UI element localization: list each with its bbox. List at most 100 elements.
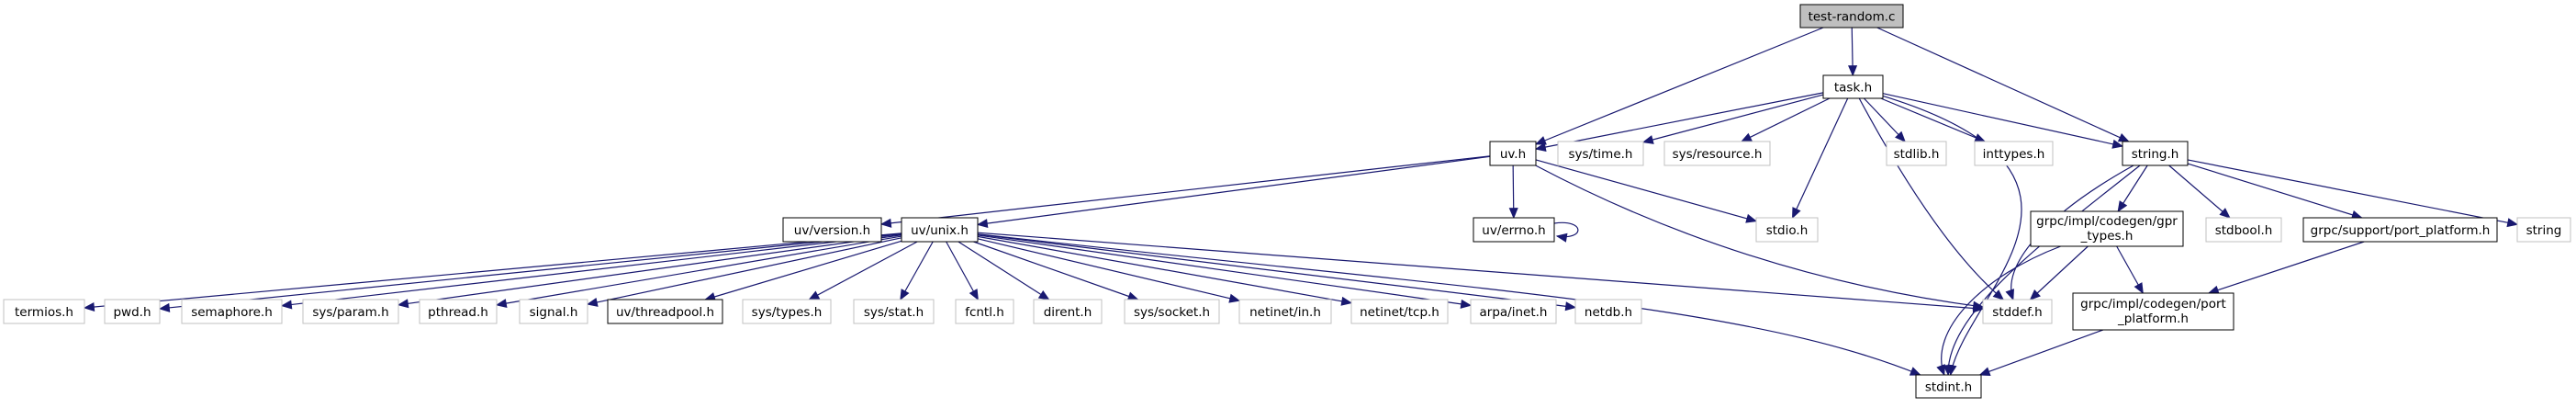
node-label: sys/stat.h (864, 305, 924, 320)
edge-task-h-to-sys-time-h (1641, 94, 1824, 144)
edge-grpc-impl-codegen-gpr-types-h-to-grpc-impl-codegen-port-platform-h (2116, 245, 2144, 295)
node-sys-stat-h: sys/stat.h (853, 299, 935, 324)
node-task-h[interactable]: task.h (1822, 74, 1884, 99)
edge-test-random-c-to-string-h (1876, 27, 2130, 142)
node-label: task.h (1834, 80, 1872, 95)
node-string: string (2516, 217, 2571, 243)
node-netinet-tcp-h: netinet/tcp.h (1350, 299, 1449, 324)
edge-task-h-to-stdlib-h (1863, 97, 1906, 142)
node-uv-unix-h[interactable]: uv/unix.h (901, 217, 979, 243)
node-netdb-h: netdb.h (1574, 299, 1642, 324)
edge-uv-unix-h-to-signal-h (586, 237, 902, 307)
edge-task-h-to-stddef-h (1858, 97, 2005, 300)
external-header-box (1755, 217, 1819, 243)
node-sys-param-h: sys/param.h (302, 299, 399, 324)
edge-grpc-impl-codegen-port-platform-h-to-stdint-h (1978, 329, 2103, 377)
external-header-box (955, 299, 1014, 324)
linked-header-box[interactable] (782, 217, 882, 243)
edge-grpc-impl-codegen-gpr-types-h-to-stdint-h (1936, 245, 2061, 377)
edge-uv-h-to-uv-version-h (879, 155, 1491, 228)
linked-header-box[interactable] (901, 217, 979, 243)
linked-header-box[interactable] (2122, 141, 2189, 166)
node-grpc-impl-codegen-port-platform-h[interactable]: grpc/impl/codegen/port_platform.h (2072, 292, 2234, 331)
external-header-box (853, 299, 935, 324)
edge-test-random-c-to-task-h (1848, 27, 1858, 77)
node-inttypes-h: inttypes.h (1974, 141, 2054, 166)
node-label: uv/unix.h (911, 223, 969, 238)
edge-uv-h-to-stdio-h (1535, 159, 1758, 223)
node-label: string (2526, 223, 2562, 238)
node-uv-version-h[interactable]: uv/version.h (782, 217, 882, 243)
edge-task-h-to-sys-resource-h (1740, 97, 1831, 142)
node-label: fcntl.h (965, 305, 1004, 320)
edge-uv-unix-h-to-pthread-h (495, 235, 902, 309)
node-label: stdlib.h (1894, 147, 1940, 162)
external-header-box (3, 299, 85, 324)
node-label: uv.h (1500, 147, 1526, 162)
node-grpc-impl-codegen-gpr-types-h[interactable]: grpc/impl/codegen/gpr_types.h (2030, 210, 2184, 247)
node-semaphore-h: semaphore.h (181, 299, 283, 324)
linked-header-box[interactable] (1822, 74, 1884, 99)
linked-header-box[interactable] (607, 299, 723, 324)
node-label: netdb.h (1585, 305, 1632, 320)
external-header-box (1033, 299, 1103, 324)
node-label: sys/resource.h (1673, 147, 1763, 162)
node-label: grpc/impl/codegen/port_platform.h (2080, 297, 2226, 326)
node-uv-h[interactable]: uv.h (1489, 141, 1537, 166)
node-label: termios.h (15, 305, 73, 320)
external-header-box (2205, 217, 2282, 243)
node-string-h[interactable]: string.h (2122, 141, 2189, 166)
external-header-box (104, 299, 161, 324)
node-stdlib-h: stdlib.h (1886, 141, 1947, 166)
external-header-box (1574, 299, 1642, 324)
linked-header-box[interactable] (1489, 141, 1537, 166)
external-header-box (2516, 217, 2571, 243)
edge-string-h-to-grpc-support-port-platform-h (2187, 163, 2363, 220)
node-label: test-random.c (1809, 9, 1896, 24)
external-header-box (1557, 141, 1644, 166)
node-grpc-support-port-platform-h[interactable]: grpc/support/port_platform.h (2302, 217, 2498, 243)
node-uv-errno-h[interactable]: uv/errno.h (1473, 217, 1555, 243)
edge-string-h-to-string (2187, 159, 2519, 228)
edge-task-h-to-stdio-h (1791, 97, 1849, 220)
external-header-box (1974, 141, 2054, 166)
linked-header-box[interactable] (2302, 217, 2498, 243)
edge-uv-unix-h-to-dirent-h (958, 241, 1050, 300)
external-header-box (1470, 299, 1557, 324)
node-sys-types-h: sys/types.h (742, 299, 832, 324)
external-header-box (1886, 141, 1947, 166)
external-header-box (1238, 299, 1332, 324)
edge-string-h-to-stdbool-h (2168, 164, 2231, 219)
external-header-box (1663, 141, 1771, 166)
external-header-box (742, 299, 832, 324)
node-label: sys/socket.h (1134, 305, 1210, 320)
node-pwd-h: pwd.h (104, 299, 161, 324)
external-header-box (419, 299, 498, 324)
node-label: uv/version.h (794, 223, 870, 238)
node-signal-h: signal.h (519, 299, 588, 324)
node-fcntl-h: fcntl.h (955, 299, 1014, 324)
linked-header-box[interactable] (2072, 292, 2234, 331)
linked-header-box[interactable] (1473, 217, 1555, 243)
node-label: string.h (2132, 147, 2179, 162)
edge-uv-unix-h-to-termios-h (83, 232, 902, 312)
edge-uv-unix-h-to-sys-stat-h (900, 241, 934, 301)
linked-header-box[interactable] (1915, 374, 1982, 399)
edge-task-h-to-uv-h (1534, 92, 1824, 152)
edge-uv-unix-h-to-stdint-h (977, 233, 1921, 376)
node-label: sys/param.h (312, 305, 388, 320)
node-uv-threadpool-h[interactable]: uv/threadpool.h (607, 299, 723, 324)
linked-header-box[interactable] (2030, 210, 2184, 247)
edge-string-h-to-stdint-h (1943, 164, 2141, 377)
edge-uv-h-to-uv-unix-h (976, 155, 1491, 229)
edge-uv-unix-h-to-arpa-inet-h (977, 234, 1473, 309)
node-label: signal.h (530, 305, 578, 320)
external-header-box (519, 299, 588, 324)
node-label: grpc/support/port_platform.h (2311, 223, 2491, 238)
edge-uv-h-to-uv-errno-h (1508, 164, 1518, 220)
node-termios-h: termios.h (3, 299, 85, 324)
node-stdint-h[interactable]: stdint.h (1915, 374, 1982, 399)
node-label: stdio.h (1766, 223, 1809, 238)
